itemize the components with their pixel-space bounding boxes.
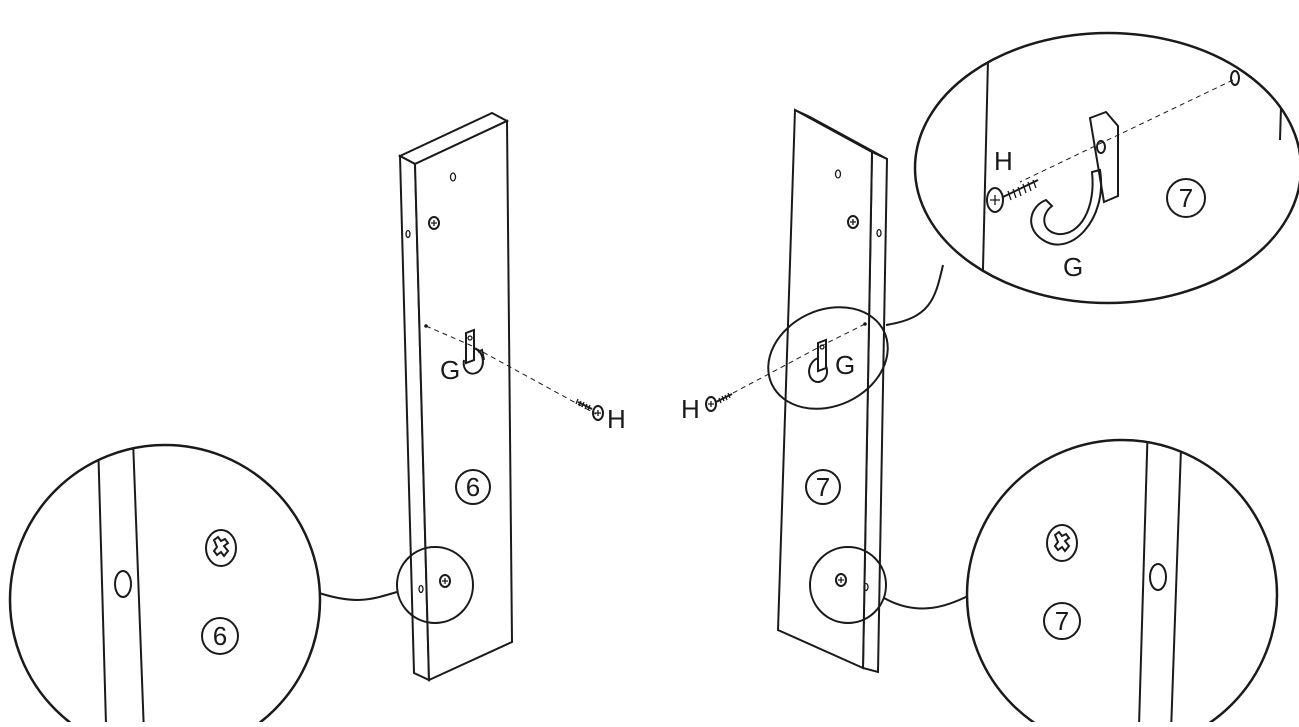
hook-icon [1030, 110, 1119, 246]
assembly-guide-line [425, 325, 597, 415]
side-hole [405, 229, 411, 239]
cam-screw-head [205, 529, 237, 567]
panel-number-right-detail: 7 [1055, 606, 1069, 636]
hook-icon [808, 338, 828, 383]
hook-icon [462, 328, 485, 375]
detail-view-right: 7 [965, 438, 1279, 727]
hook-label: G [835, 350, 855, 380]
panel-number-badge [455, 469, 491, 505]
side-hole [114, 570, 132, 598]
screw-icon [986, 179, 1039, 213]
cam-screw-head [439, 574, 451, 588]
side-hole [1149, 563, 1167, 591]
cam-screw-head [847, 215, 859, 229]
screw-label: H [681, 394, 700, 424]
panel-number-right: 7 [816, 472, 830, 502]
pre-drilled-hole [449, 172, 457, 182]
left-panel-front-face [413, 119, 514, 682]
panel-number-badge [1166, 178, 1206, 218]
panel-number-badge [1043, 602, 1081, 640]
panel-number-left-detail: 6 [213, 621, 227, 651]
hook-hole [1230, 70, 1240, 86]
panel-number-badge [805, 469, 841, 505]
screw-icon [705, 392, 733, 412]
detail-view-left: 6 [8, 443, 322, 727]
screw-label-detail: H [994, 146, 1013, 176]
callout-leader-line [315, 591, 398, 601]
pre-drilled-hole [834, 169, 842, 179]
callout-leader-line [885, 264, 944, 326]
screw-label: H [607, 404, 626, 434]
detail-callout-marker [767, 306, 889, 410]
cam-screw-head [428, 216, 440, 230]
left-panel: G H 6 [315, 111, 626, 682]
side-hole [876, 228, 882, 238]
screw-icon [575, 398, 604, 421]
panel-number-left: 6 [466, 472, 480, 502]
side-hole [418, 584, 424, 594]
hook-label: G [440, 355, 460, 385]
hook-label-detail: G [1063, 252, 1083, 282]
panel-number-right-hook-detail: 7 [1179, 183, 1193, 213]
detail-callout-marker [809, 546, 887, 624]
panel-number-badge [201, 617, 239, 655]
right-panel-front-face [776, 108, 874, 670]
detail-view-hook: G H 7 [913, 31, 1299, 305]
right-panel: G H 7 [681, 108, 971, 674]
callout-leader-line [883, 594, 971, 610]
detail-callout-marker [396, 546, 474, 624]
cam-screw-head [835, 573, 847, 587]
cam-screw-head [1046, 524, 1078, 562]
side-hole [863, 582, 869, 592]
